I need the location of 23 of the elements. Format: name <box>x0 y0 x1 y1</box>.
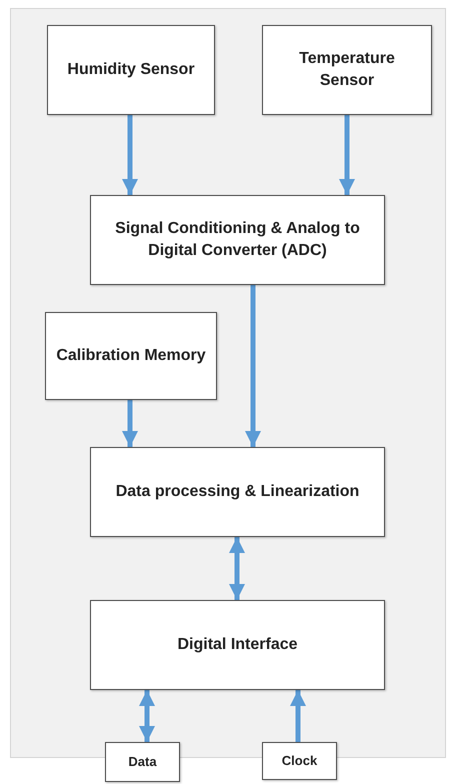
process-box <box>47 25 215 115</box>
arrow <box>122 115 138 195</box>
arrow <box>290 690 306 742</box>
box-label: Data <box>128 752 157 771</box>
arrow <box>229 537 245 600</box>
process-box <box>105 742 180 782</box>
process-box <box>45 312 217 400</box>
box-label: Signal Conditioning & Analog to Digital Converter (ADC) <box>114 218 361 261</box>
process-box <box>262 742 337 780</box>
box-label: Digital Interface <box>177 634 298 655</box>
arrow <box>122 400 138 447</box>
arrow <box>139 690 155 742</box>
process-box <box>262 25 432 115</box>
box-label: Temperature Sensor <box>298 48 396 91</box>
box-label: Calibration Memory <box>56 346 206 366</box>
process-box <box>90 195 385 285</box>
box-label: Data processing & Linearization <box>116 482 360 502</box>
box-label: Humidity Sensor <box>67 60 195 80</box>
arrow <box>245 285 261 447</box>
arrow <box>339 115 355 195</box>
process-box <box>90 447 385 537</box>
process-box <box>90 600 385 690</box>
box-label: Clock <box>282 752 318 770</box>
